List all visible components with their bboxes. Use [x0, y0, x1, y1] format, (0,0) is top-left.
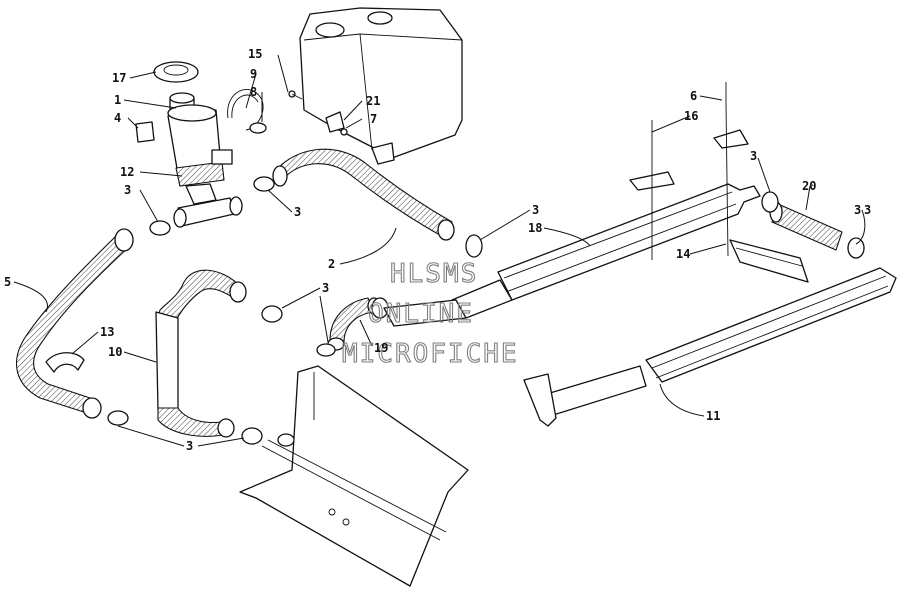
callout-5: 5 — [4, 275, 11, 289]
callout-6: 6 — [690, 89, 697, 103]
callout-labels: 17 1 4 12 3 9 8 15 21 7 3 5 13 10 3 2 3 … — [4, 47, 871, 453]
rear-bumper-cap — [629, 129, 749, 191]
small-hose-clamp — [249, 122, 267, 134]
callout-3: 3 — [750, 149, 757, 163]
callout-3: 3 — [124, 183, 131, 197]
callout-15: 15 — [248, 47, 262, 61]
watermark: HLSMS ONLINE MICROFICHE — [341, 258, 519, 369]
callout-9: 9 — [250, 67, 257, 81]
callout-11: 11 — [706, 409, 720, 423]
callout-21: 21 — [366, 94, 380, 108]
heat-exchanger-rear — [729, 239, 809, 283]
coolant-hose-long — [15, 228, 134, 419]
callout-14: 14 — [676, 247, 690, 261]
callout-1: 1 — [114, 93, 121, 107]
callout-3: 3 — [532, 203, 539, 217]
hose-support-clamp — [45, 352, 85, 373]
callout-3: 3 — [186, 439, 193, 453]
mounting-bolt — [651, 82, 729, 260]
watermark-line-1: HLSMS — [390, 259, 478, 289]
surge-tank — [167, 92, 233, 205]
callout-10: 10 — [108, 345, 122, 359]
t-fitting — [173, 196, 243, 228]
callout-8: 8 — [250, 85, 257, 99]
coolant-hose-right — [769, 201, 843, 251]
callout-4: 4 — [114, 111, 121, 125]
callout-17: 17 — [112, 71, 126, 85]
mounting-bracket — [325, 111, 348, 136]
coolant-reservoir-tank — [299, 7, 463, 165]
callout-13: 13 — [100, 325, 114, 339]
watermark-line-3: MICROFICHE — [342, 339, 519, 369]
watermark-line-2: ONLINE — [368, 299, 474, 329]
leader-lines — [13, 54, 866, 447]
heat-exchanger-lower — [523, 267, 897, 427]
callout-3: 3 — [294, 205, 301, 219]
hose-clamp — [107, 176, 865, 445]
callout-18: 18 — [528, 221, 542, 235]
screw — [288, 90, 303, 100]
callout-3: 3 — [854, 203, 861, 217]
radiator-cap — [153, 61, 199, 83]
callout-3: 3 — [322, 281, 329, 295]
heat-exchanger-panel — [239, 365, 469, 587]
callout-20: 20 — [802, 179, 816, 193]
label-tag — [135, 121, 155, 143]
callout-7: 7 — [370, 112, 377, 126]
callout-2: 2 — [328, 257, 335, 271]
heat-exchanger-upper — [383, 183, 761, 327]
callout-12: 12 — [120, 165, 134, 179]
coolant-hose-upper — [272, 148, 455, 241]
callout-16: 16 — [684, 109, 698, 123]
callout-3: 3 — [864, 203, 871, 217]
callout-19: 19 — [374, 341, 388, 355]
corrugated-hose — [155, 269, 247, 438]
